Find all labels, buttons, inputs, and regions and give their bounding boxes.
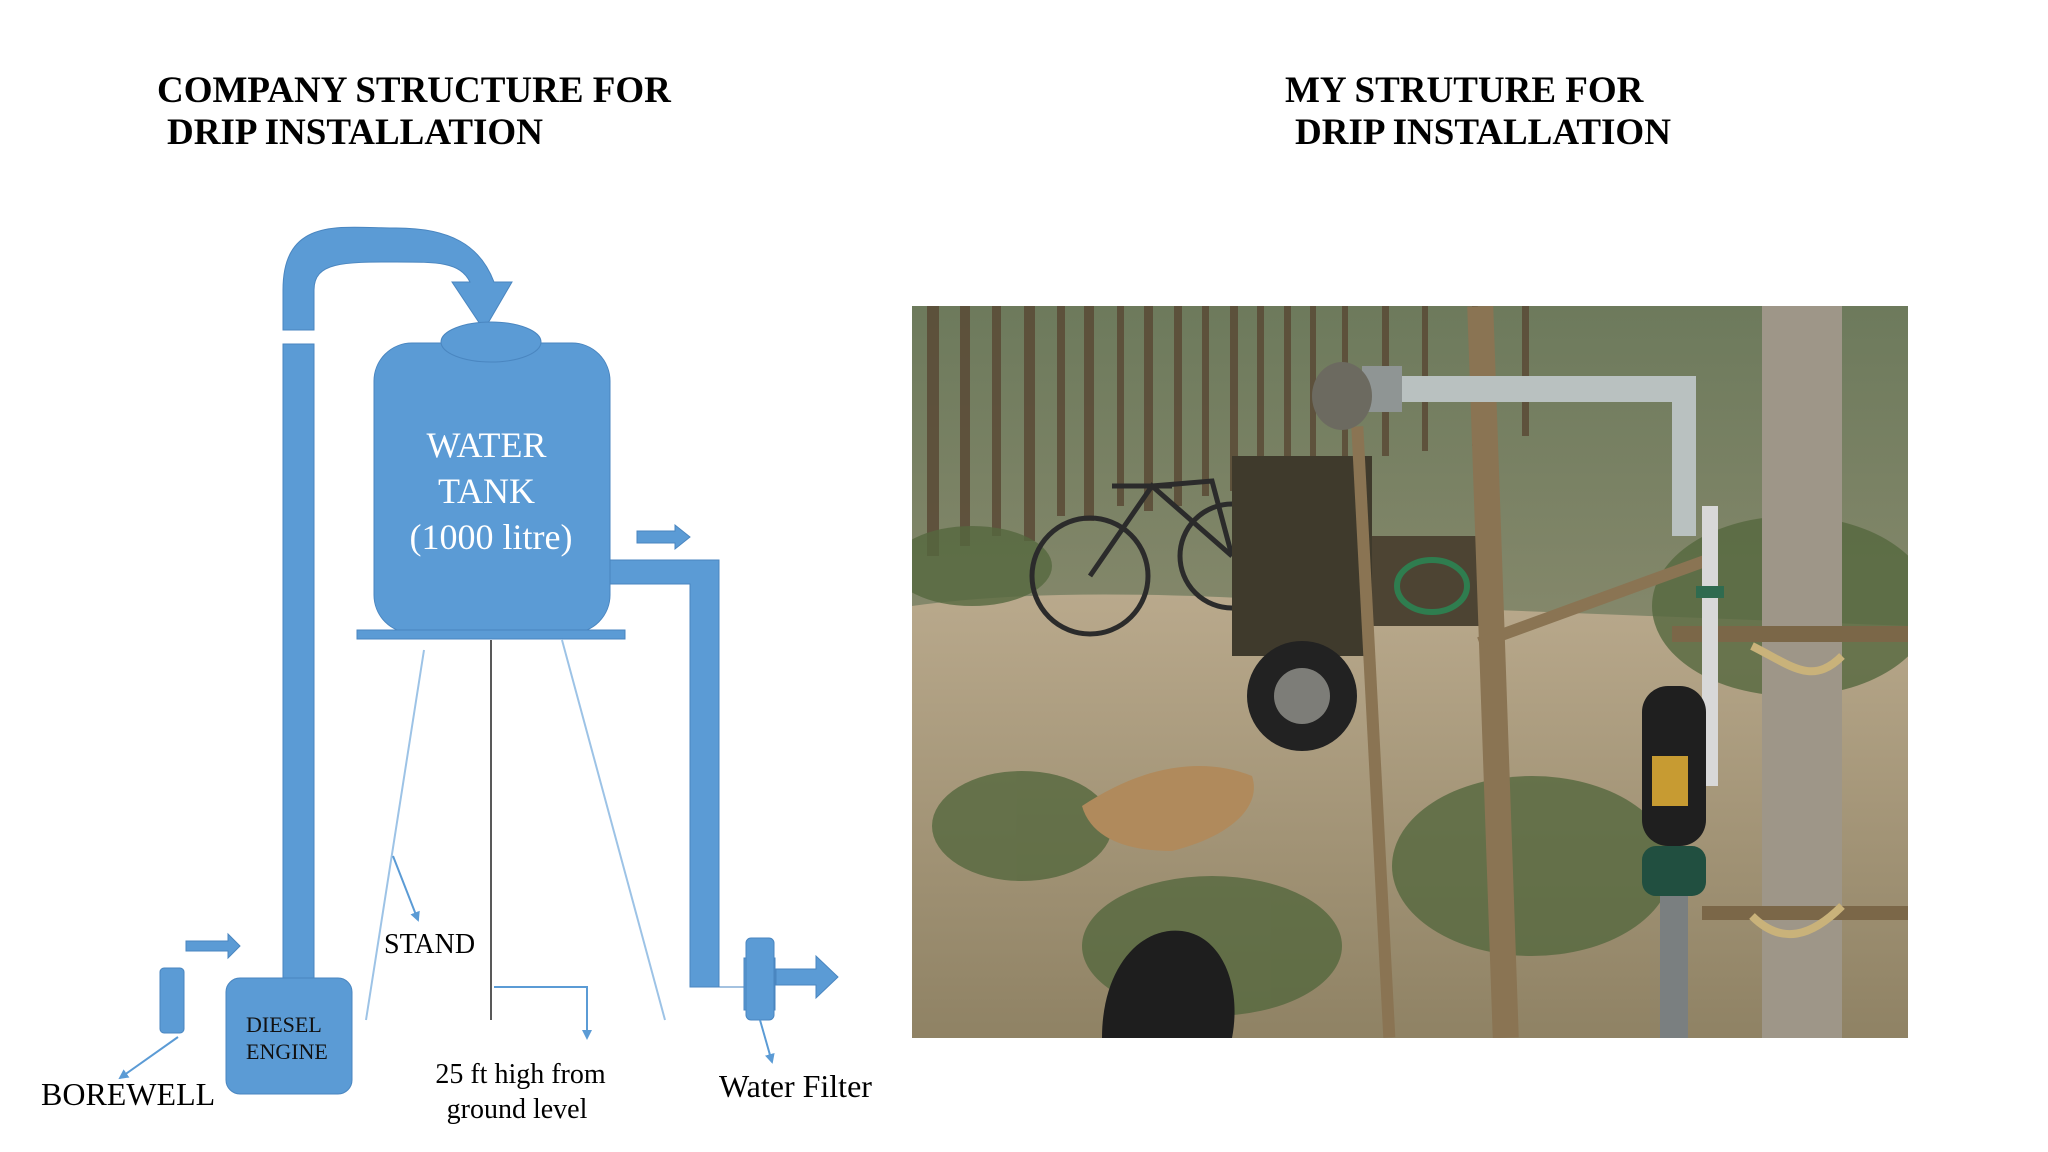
backpack: [1102, 930, 1235, 1038]
outflow-arrow-icon: [636, 523, 691, 551]
engine-label-line-2: ENGINE: [246, 1039, 328, 1064]
stand-label: STAND: [384, 929, 475, 960]
borewell-to-engine-arrow-icon: [185, 932, 241, 960]
heading-line-1: MY STRUTURE FOR: [1285, 70, 1644, 111]
tank-stand: [365, 639, 666, 1021]
water-filter-label: Water Filter: [719, 1068, 872, 1104]
borewell-label: BOREWELL: [41, 1076, 215, 1112]
tank-label-line-3: (1000 litre): [410, 517, 573, 557]
tank-label-line-2: TANK: [438, 471, 535, 511]
svg-text:WATER TANK (1000 l: WATER TANK (1000 litre): [410, 425, 573, 557]
photo-illustration: [912, 306, 1908, 1038]
my-structure-heading: MY STRUTURE FOR DRIP INSTALLATION: [1285, 70, 1671, 154]
water-filter: [745, 937, 775, 1021]
stand-callout-line: [392, 855, 420, 922]
outlet-pipe: [609, 559, 776, 1011]
diesel-engine-photo: [1232, 456, 1492, 751]
filter-outflow-arrow-icon: [775, 954, 839, 1000]
disc-filter: [1642, 686, 1706, 1038]
borewell-pipe: [159, 967, 185, 1034]
borewell-callout-line: [118, 1036, 179, 1080]
riser-pipe: [282, 343, 315, 991]
diesel-engine: DIESEL ENGINE: [225, 977, 353, 1095]
cloth: [1082, 766, 1254, 851]
field-installation-photo: [912, 306, 1908, 1038]
svg-text:25 ft high from ground lev: 25 ft high from ground level: [435, 1059, 612, 1125]
height-callout-line: [494, 986, 592, 1040]
engine-label-line-1: DIESEL: [246, 1012, 321, 1037]
company-structure-heading: COMPANY STRUCTURE FOR DRIP INSTALLATION: [157, 70, 671, 154]
rope: [1749, 642, 1845, 938]
height-label-line-2: ground level: [447, 1094, 588, 1125]
water-tank: WATER TANK (1000 litre): [356, 321, 626, 640]
filter-callout-line: [759, 1019, 775, 1064]
curved-arrow-into-tank: [282, 226, 513, 331]
heading-line-2: DRIP INSTALLATION: [167, 112, 543, 153]
heading-line-1: COMPANY STRUCTURE FOR: [157, 70, 671, 111]
heading-line-2: DRIP INSTALLATION: [1295, 112, 1671, 153]
pipe-system: [1312, 362, 1724, 786]
tank-label-line-1: WATER: [427, 425, 547, 465]
height-label-line-1: 25 ft high from: [435, 1059, 606, 1090]
svg-text:DIESEL ENGINE: DIESEL ENGINE: [246, 1012, 328, 1064]
